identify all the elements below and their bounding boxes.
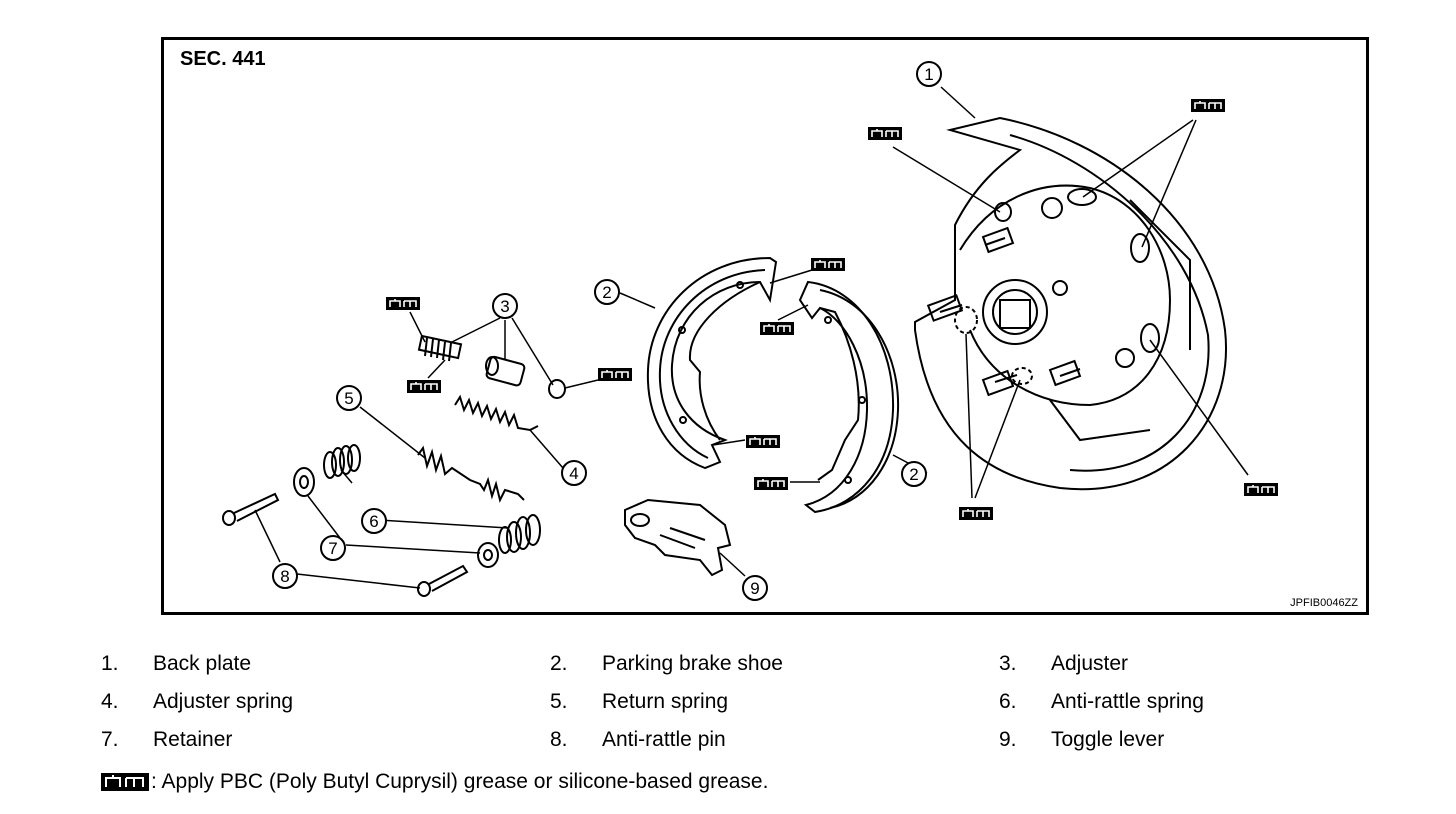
legend-number: 6. bbox=[999, 690, 1017, 713]
legend-name: Anti-rattle pin bbox=[602, 728, 726, 751]
adjuster-spring bbox=[454, 394, 539, 432]
legend-name: Back plate bbox=[153, 652, 252, 675]
legend-number: 5. bbox=[550, 690, 568, 713]
svg-text:8: 8 bbox=[280, 567, 289, 586]
anti-rattle-spring bbox=[323, 444, 541, 554]
svg-text:3: 3 bbox=[500, 297, 509, 316]
callout-2-right: 2 bbox=[901, 461, 927, 487]
leader-lines bbox=[254, 86, 1249, 589]
svg-text:2: 2 bbox=[602, 283, 611, 302]
svg-text:2: 2 bbox=[909, 465, 918, 484]
svg-text:7: 7 bbox=[328, 539, 337, 558]
adjuster bbox=[417, 334, 566, 399]
parking-brake-shoe-right bbox=[798, 280, 900, 514]
grease-note: : Apply PBC (Poly Butyl Cuprysil) grease… bbox=[101, 770, 768, 794]
retainer bbox=[293, 467, 499, 568]
legend-name: Adjuster bbox=[1051, 652, 1129, 675]
callout-5: 5 bbox=[336, 385, 362, 411]
callout-2-left: 2 bbox=[594, 279, 620, 305]
anti-rattle-pin bbox=[222, 492, 469, 597]
svg-text:5: 5 bbox=[344, 389, 353, 408]
parking-brake-shoe-left bbox=[646, 256, 778, 470]
legend-name: Return spring bbox=[602, 690, 729, 713]
callout-1: 1 bbox=[916, 61, 942, 87]
legend-name: Adjuster spring bbox=[153, 690, 294, 713]
grease-note-text: : Apply PBC (Poly Butyl Cuprysil) grease… bbox=[151, 770, 769, 793]
legend-name: Toggle lever bbox=[1051, 728, 1165, 751]
legend-number: 1. bbox=[101, 652, 119, 675]
legend-number: 8. bbox=[550, 728, 568, 751]
return-spring bbox=[417, 445, 525, 503]
callout-8: 8 bbox=[272, 563, 298, 589]
legend-name: Parking brake shoe bbox=[602, 652, 783, 675]
callout-9: 9 bbox=[742, 575, 768, 601]
svg-text:1: 1 bbox=[924, 65, 933, 84]
svg-text:9: 9 bbox=[750, 579, 759, 598]
legend-number: 4. bbox=[101, 690, 119, 713]
callout-3: 3 bbox=[492, 293, 518, 319]
legend-number: 2. bbox=[550, 652, 568, 675]
toggle-lever bbox=[624, 498, 732, 577]
legend-number: 3. bbox=[999, 652, 1017, 675]
legend-name: Retainer bbox=[153, 728, 233, 751]
figure-code: JPFIB0046ZZ bbox=[1290, 597, 1358, 609]
callout-7: 7 bbox=[320, 535, 346, 561]
legend-name: Anti-rattle spring bbox=[1051, 690, 1204, 713]
legend-number: 7. bbox=[101, 728, 119, 751]
legend-number: 9. bbox=[999, 728, 1017, 751]
svg-text:4: 4 bbox=[569, 464, 578, 483]
callout-6: 6 bbox=[361, 508, 387, 534]
section-label: SEC. 441 bbox=[180, 48, 266, 70]
back-plate bbox=[914, 116, 1227, 491]
exploded-view-diagram: 1 2 2 3 4 5 6 7 8 9 bbox=[222, 61, 1279, 601]
svg-text:6: 6 bbox=[369, 512, 378, 531]
callout-4: 4 bbox=[561, 460, 587, 486]
grease-symbol-icon bbox=[101, 773, 149, 791]
